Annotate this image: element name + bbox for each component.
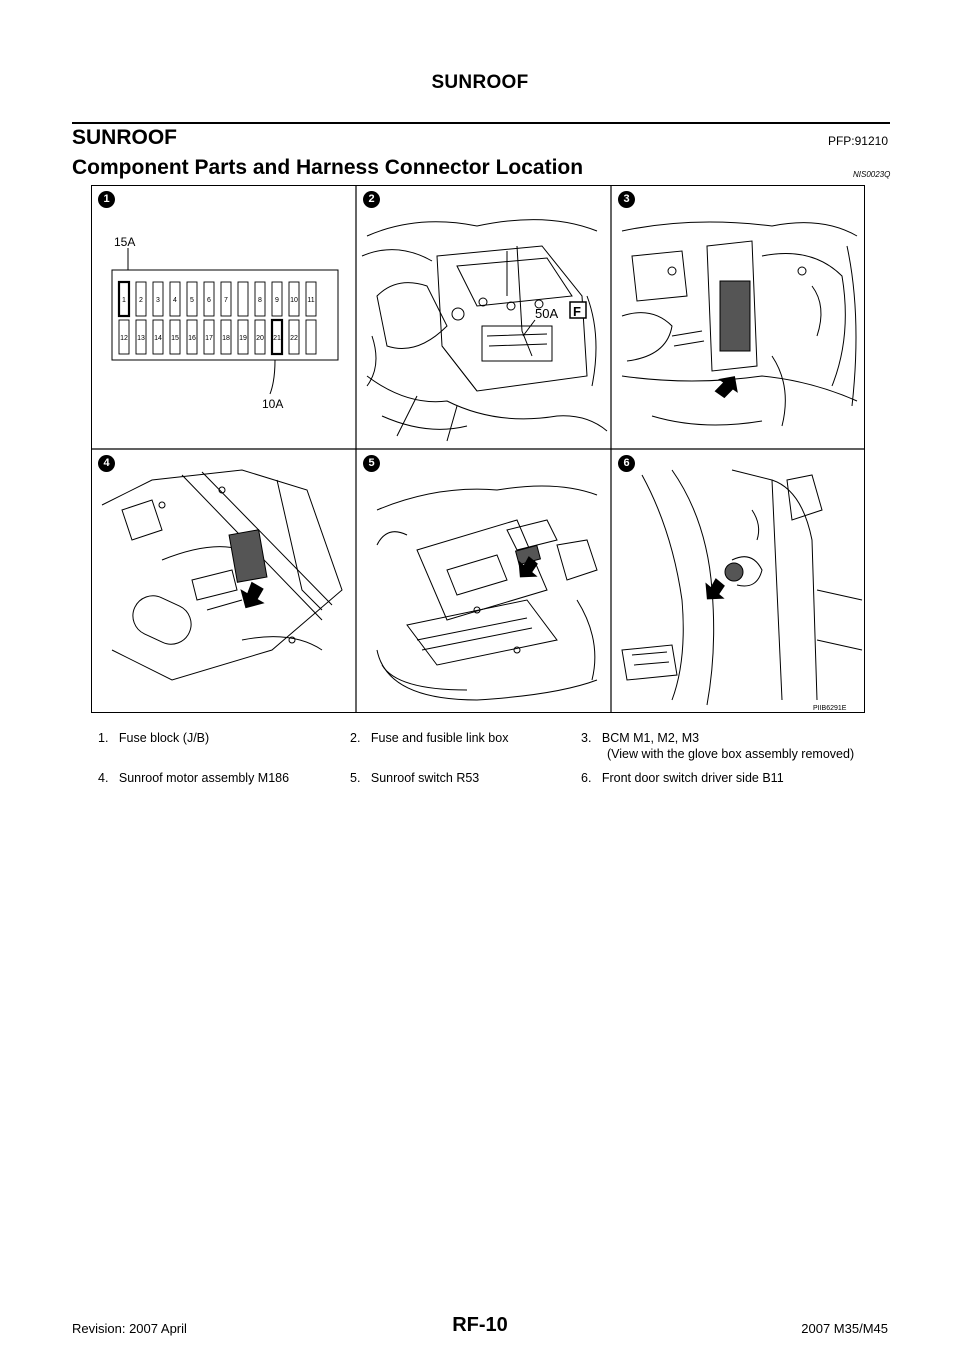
- fuse-slot: [135, 281, 147, 317]
- pfp-code: PFP:91210: [827, 134, 888, 148]
- fuse-slot: [288, 281, 300, 317]
- caption-number: 6.: [581, 771, 592, 785]
- fuse-slot: [135, 319, 147, 355]
- fuse-slot: [305, 319, 317, 355]
- caption-3-note: (View with the glove box assembly remove…: [607, 747, 855, 761]
- sunroof-switch-drawing: [376, 485, 598, 701]
- fuse-15a-label: 15A: [114, 235, 135, 249]
- fuse-slot: [152, 281, 164, 317]
- fuse-slot: [186, 319, 198, 355]
- bottom-row-fuse-number: 17: [205, 335, 213, 342]
- panel-number-badge: 3: [618, 191, 635, 208]
- fuse-slot: [152, 319, 164, 355]
- fuse-slot: [271, 281, 283, 317]
- top-row-fuse-number: 11: [307, 297, 314, 304]
- fuse-slot: [220, 281, 232, 317]
- bottom-row-fuse-number: 13: [137, 335, 145, 342]
- caption-2: 2. Fuse and fusible link box: [350, 730, 508, 746]
- fuse-slot: [237, 281, 249, 317]
- caption-5: 5. Sunroof switch R53: [350, 770, 479, 786]
- caption-3: 3. BCM M1, M2, M3: [581, 730, 699, 746]
- bottom-row-fuse-number: 16: [188, 335, 196, 342]
- fuse-10a-label: 10A: [262, 397, 283, 411]
- footer-page-number: RF-10: [452, 1314, 508, 1336]
- panel-sunroof-switch: 5: [357, 450, 611, 712]
- fuse-slot: [220, 319, 232, 355]
- top-row-fuse-number: 2: [139, 297, 143, 304]
- fuse-slot: [169, 281, 181, 317]
- fuse-slot: [288, 319, 300, 355]
- fuse-slot: [186, 281, 198, 317]
- panel-bcm: 3: [612, 186, 864, 449]
- fusible-link-50a-label: 50A: [535, 306, 558, 321]
- panel-fusible-link-box: 2 50: [357, 186, 611, 449]
- caption-number: 5.: [350, 771, 361, 785]
- caption-1: 1. Fuse block (J/B): [98, 730, 209, 746]
- fusible-link-box-drawing: 50A F: [361, 219, 608, 442]
- caption-number: 4.: [98, 771, 109, 785]
- caption-text: Sunroof motor assembly M186: [118, 771, 290, 785]
- caption-4: 4. Sunroof motor assembly M186: [98, 770, 289, 786]
- fuse-slot: [305, 281, 317, 317]
- caption-text: Fuse block (J/B): [118, 731, 210, 745]
- fuse-slot: [118, 319, 130, 355]
- running-head-title: SUNROOF: [431, 72, 529, 93]
- sunroof-motor-drawing: [101, 469, 343, 681]
- subsection-title: Component Parts and Harness Connector Lo…: [72, 156, 584, 179]
- top-row-fuse-number: 3: [156, 297, 160, 304]
- panel-number-badge: 4: [98, 455, 115, 472]
- top-row-fuse-number: 9: [275, 297, 279, 304]
- fuse-slot: [237, 319, 249, 355]
- panel-number-badge: 2: [363, 191, 380, 208]
- bottom-row-fuse-number: 21: [273, 335, 281, 342]
- bottom-row-fuse-number: 14: [154, 335, 162, 342]
- fuse-slot: [203, 281, 215, 317]
- header-rule: [72, 122, 890, 124]
- fuse-slot: [203, 319, 215, 355]
- bottom-row-fuse-number: 20: [256, 335, 264, 342]
- fuse-slot: [270, 318, 284, 356]
- top-row-fuse-number: 8: [258, 297, 262, 304]
- nis-code: NIS0023Q: [853, 170, 891, 179]
- bcm-drawing: [621, 221, 858, 427]
- fuse-slot: [117, 280, 131, 318]
- top-row-fuse-number: 1: [122, 297, 126, 304]
- panel-number-badge: 5: [363, 455, 380, 472]
- top-row-fuse-number: 7: [224, 297, 228, 304]
- top-row-fuse-number: 6: [207, 297, 211, 304]
- front-door-switch-drawing: [621, 469, 863, 706]
- panel-number-badge: 1: [98, 191, 115, 208]
- caption-text: Front door switch driver side B11: [601, 771, 784, 785]
- panel-front-door-switch: 6: [612, 450, 864, 712]
- caption-6: 6. Front door switch driver side B11: [581, 770, 784, 786]
- bottom-row-fuse-number: 15: [171, 335, 179, 342]
- panel-number-badge: 6: [618, 455, 635, 472]
- caption-text: Fuse and fusible link box: [370, 731, 509, 745]
- caption-text: BCM M1, M2, M3: [601, 731, 700, 745]
- fusible-link-f-tag: F: [573, 304, 581, 319]
- bottom-row-fuse-number: 18: [222, 335, 230, 342]
- figure-grid: [92, 186, 864, 712]
- caption-text: Sunroof switch R53: [370, 771, 480, 785]
- fuse-slot: [254, 281, 266, 317]
- top-row-fuse-number: 4: [173, 297, 177, 304]
- caption-number: 1.: [98, 731, 109, 745]
- caption-number: 3.: [581, 731, 592, 745]
- top-row-fuse-number: 5: [190, 297, 194, 304]
- top-row-fuse-number: 10: [290, 297, 298, 304]
- section-title: SUNROOF: [72, 126, 177, 149]
- caption-number: 2.: [350, 731, 361, 745]
- bottom-row-fuse-number: 19: [239, 335, 247, 342]
- fuse-slot: [169, 319, 181, 355]
- bottom-row-fuse-number: 12: [120, 335, 128, 342]
- bottom-row-fuse-number: 22: [290, 335, 298, 342]
- footer-revision: Revision: 2007 April: [72, 1321, 187, 1336]
- figure-code: PIIB6291E: [813, 705, 847, 712]
- panel-sunroof-motor: 4: [92, 450, 356, 712]
- fuse-slot: [254, 319, 266, 355]
- footer-model: 2007 M35/M45: [801, 1321, 888, 1336]
